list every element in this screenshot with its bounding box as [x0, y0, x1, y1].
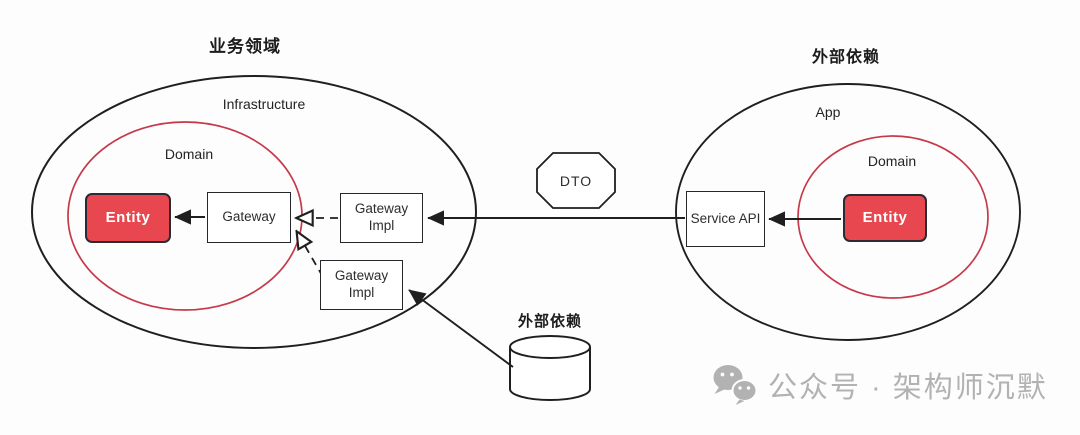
business-boundary-ellipse	[31, 75, 477, 349]
watermark-text: 公众号 · 架构师沉默	[768, 372, 1048, 404]
database-label: 外部依赖	[517, 313, 582, 330]
service-api-node: Service API	[686, 191, 765, 247]
external-boundary-ellipse	[675, 83, 1021, 341]
arrow-database-to-gateway-impl	[408, 289, 514, 368]
gateway-impl-top-node: Gateway Impl	[340, 193, 423, 243]
watermark: 公众号 · 架构师沉默	[712, 364, 1048, 406]
business-domain-inner-label: Domain	[164, 146, 214, 162]
infrastructure-label: Infrastructure	[222, 96, 306, 112]
dto-label: DTO	[559, 173, 593, 189]
external-domain-ellipse	[797, 135, 989, 299]
app-label: App	[815, 104, 841, 120]
dto-octagon	[536, 152, 616, 209]
database-cylinder	[509, 335, 591, 401]
business-domain-title: 业务领域	[209, 37, 281, 56]
wechat-icon	[713, 365, 758, 405]
business-entity-node: Entity	[85, 193, 171, 243]
external-domain-inner-label: Domain	[867, 153, 917, 169]
external-entity-node: Entity	[843, 194, 927, 242]
external-dependency-title: 外部依赖	[811, 49, 880, 66]
gateway-impl-bottom-node: Gateway Impl	[320, 260, 403, 310]
dashed-arrow-gateway-impl-bottom-to-gateway	[297, 232, 324, 278]
gateway-node: Gateway	[207, 192, 291, 243]
